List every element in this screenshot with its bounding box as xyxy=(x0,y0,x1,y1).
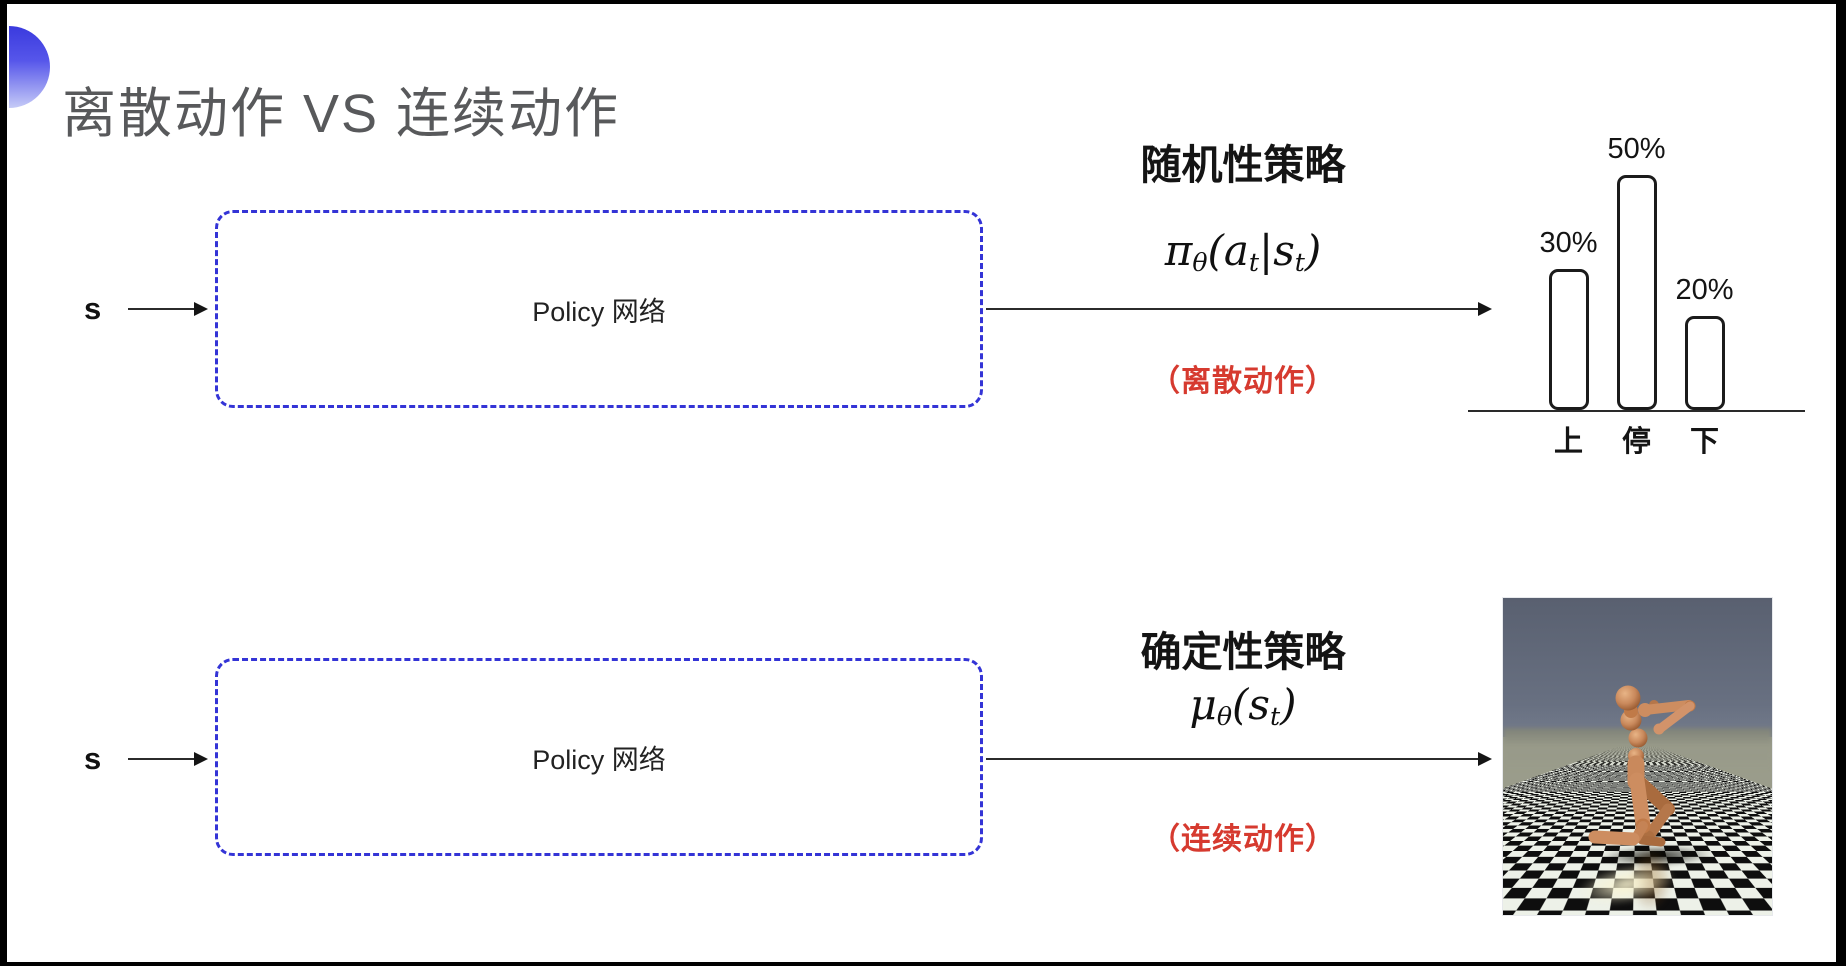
bar-category-label: 上 xyxy=(1553,426,1583,458)
formula-piece: ( xyxy=(1207,226,1224,275)
humanoid-robot-figure xyxy=(1588,685,1696,847)
formula-piece: t xyxy=(1269,701,1281,731)
formula-piece: π xyxy=(1164,226,1193,275)
bottom-policy-network-label: Policy 网络 xyxy=(532,744,666,775)
stochastic-policy-title: 随机性策略 xyxy=(1140,142,1346,188)
bar-category-label: 停 xyxy=(1621,426,1651,458)
deterministic-policy-title: 确定性策略 xyxy=(1140,629,1346,675)
bottom-policy-network-box: Policy 网络 xyxy=(215,658,983,856)
discrete-action-note: （离散动作） xyxy=(1150,365,1336,398)
formula-piece: ( xyxy=(1232,680,1249,729)
top-state-input-label: s xyxy=(84,291,102,326)
bar-column: 20% xyxy=(1675,274,1734,410)
deterministic-policy-formula: μθ(st) xyxy=(1077,680,1409,731)
formula-piece: s xyxy=(1248,680,1270,729)
bar-value-label: 30% xyxy=(1539,227,1598,259)
bottom-input-arrow xyxy=(128,752,208,766)
bar-category-label: 下 xyxy=(1689,426,1719,458)
formula-piece: t xyxy=(1294,247,1305,277)
page-title: 离散动作 VS 连续动作 xyxy=(62,84,621,145)
bottom-state-input-label: s xyxy=(84,741,102,776)
prob-chart-plot: 30% 50% 20% xyxy=(1468,98,1805,412)
formula-piece: t xyxy=(1248,247,1260,277)
formula-piece: θ xyxy=(1216,701,1232,731)
bottom-output-arrow xyxy=(986,752,1492,766)
bar xyxy=(1548,269,1589,410)
humanoid-simulation-image xyxy=(1502,597,1773,916)
bar-column: 30% xyxy=(1539,227,1598,410)
stochastic-policy-formula: πθ(at|st) xyxy=(1077,226,1409,277)
bar-column: 50% xyxy=(1607,133,1666,410)
prob-chart-categories: 上停下 xyxy=(1468,418,1805,460)
top-input-arrow xyxy=(128,302,208,316)
top-policy-network-box: Policy 网络 xyxy=(215,210,983,408)
formula-piece: | xyxy=(1259,226,1274,275)
bar-value-label: 50% xyxy=(1607,133,1666,165)
action-probability-chart: 30% 50% 20% 上 停 下 xyxy=(1468,98,1805,462)
formula-piece: θ xyxy=(1192,247,1208,277)
formula-piece: ) xyxy=(1304,226,1322,275)
formula-piece: ) xyxy=(1280,680,1297,729)
top-policy-network-label: Policy 网络 xyxy=(532,296,666,327)
half-disc-bullet-icon xyxy=(9,26,50,108)
top-output-arrow xyxy=(986,302,1492,316)
formula-piece: μ xyxy=(1189,680,1217,729)
bar-value-label: 20% xyxy=(1675,274,1734,306)
bar xyxy=(1684,316,1725,410)
formula-piece: a xyxy=(1223,226,1249,275)
continuous-action-note: （连续动作） xyxy=(1150,823,1336,856)
bar xyxy=(1616,175,1657,410)
formula-piece: s xyxy=(1273,226,1295,275)
